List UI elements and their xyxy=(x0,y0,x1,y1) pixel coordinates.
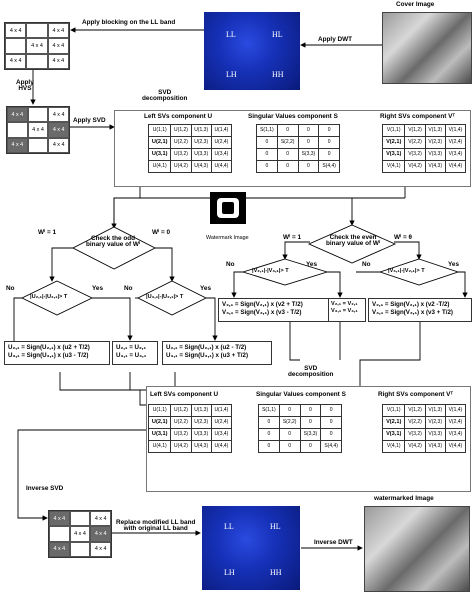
block-cell: 4 x 4 xyxy=(5,53,27,69)
block-cell: 4 x 4 xyxy=(47,38,69,54)
u-eq-right: U₂,₁ = Sign(U₂,₁) x (u2 - T/2) U₃,₁ = Si… xyxy=(166,344,249,359)
v-eq-right: V₂,₁ = Sign(V₂,₁) x (v2 -T/2) V₃,₁ = Sig… xyxy=(372,301,453,316)
v-eq-left-box: V₂,₁ = Sign(V₂,₁) x (v2 + T/2) V₃,₁ = Si… xyxy=(218,298,330,322)
watermarked-image xyxy=(364,506,470,592)
block-cell: 4 x 4 xyxy=(47,53,69,69)
v-eq-mid: V₂,₁ = V₂,₁ V₃,₁ = V₃,₁ xyxy=(331,301,358,314)
replace-ll-label: Replace modified LL band with original L… xyxy=(116,519,196,533)
u-eq-left-box: U₂,₁ = Sign(U₂,₁) x (u2 + T/2) U₃,₁ = Si… xyxy=(4,341,110,365)
inverse-dwt-label: Inverse DWT xyxy=(314,539,353,546)
check-odd-label: Check the odd binary value of Wⁱ xyxy=(86,235,141,249)
v-cond-left-diamond xyxy=(241,258,329,286)
u-eq-left: U₂,₁ = Sign(U₂,₁) x (u2 + T/2) U₃,₁ = Si… xyxy=(8,344,90,359)
v-eq-right-box: V₂,₁ = Sign(V₂,₁) x (v2 -T/2) V₃,₁ = Sig… xyxy=(368,298,472,322)
singular-values-label-1: Singular Values component S xyxy=(248,113,338,120)
wi-theta-right: Wⁱ = θ xyxy=(394,234,412,241)
u-cond-right-diamond xyxy=(136,280,208,316)
no-label-4: No xyxy=(362,261,371,268)
block-cell: 4 x 4 xyxy=(90,541,111,557)
check-even-diamond xyxy=(307,224,397,264)
cover-image-label: Cover Image xyxy=(396,1,435,8)
band-hl: HL xyxy=(272,30,283,39)
v-cond-right-diamond xyxy=(378,258,460,286)
band-lh: LH xyxy=(224,568,235,577)
watermark-image-label: Watermark Image xyxy=(206,235,249,241)
watermark-image xyxy=(210,192,246,224)
check-even-label: Check the even binary value of Wⁱ xyxy=(326,234,381,248)
yes-label-4: Yes xyxy=(448,261,460,268)
u-cond-left-diamond xyxy=(20,280,94,316)
check-odd-diamond xyxy=(72,226,156,270)
left-svs-label-2: Left SVs component U xyxy=(150,391,219,398)
singular-values-label-2: Singular Values component S xyxy=(256,391,346,398)
cond-u-left: |U₂,₁|-|U₃,₁|> T xyxy=(30,294,68,300)
apply-blocking-label: Apply blocking on the LL band xyxy=(82,19,176,26)
cover-image xyxy=(382,12,472,84)
u-eq-mid-box: U₂,₁ = U₂,₁ U₃,₁ = U₃,₁ xyxy=(112,341,158,365)
v-matrix-1: V(1,1)V(1,2)V(1,3)V(1,4) V(2,1)V(2,2)V(2… xyxy=(381,124,467,173)
block-cell: 4 x 4 xyxy=(7,107,28,123)
block-cell: 4 x 4 xyxy=(27,122,49,138)
left-svs-label-1: Left SVs component U xyxy=(144,113,213,120)
band-ll: LL xyxy=(226,30,236,39)
block-cell: 4 x 4 xyxy=(69,526,91,542)
no-label-1: No xyxy=(6,285,15,292)
apply-svd-label: Apply SVD xyxy=(73,117,106,124)
u-eq-mid: U₂,₁ = U₂,₁ U₃,₁ = U₃,₁ xyxy=(116,344,147,359)
block-cell: 4 x 4 xyxy=(48,137,69,153)
band-hh: HH xyxy=(270,568,282,577)
apply-dwt-label: Apply DWT xyxy=(318,36,353,43)
u-matrix-1: U(1,1)U(1,2)U(1,3)U(1,4) U(2,1)U(2,2)U(2… xyxy=(147,124,233,173)
v-eq-mid-box: V₂,₁ = V₂,₁ V₃,₁ = V₃,₁ xyxy=(328,298,366,322)
cond-v-right: |V₃,₁|-|V₂,₁|> T xyxy=(388,268,425,274)
band-hh: HH xyxy=(272,70,284,79)
yes-label-3: Yes xyxy=(306,261,318,268)
block-cell: 4 x 4 xyxy=(47,23,69,39)
dwt-bands-bottom: LL HL LH HH xyxy=(202,506,300,590)
wi-1-left: Wⁱ = 1 xyxy=(38,229,57,236)
cond-u-right: |U₃,₁|-|U₂,₁|> T xyxy=(146,294,184,300)
block-cell: 4 x 4 xyxy=(49,511,70,527)
no-label-3: No xyxy=(226,261,235,268)
wi-0-left: Wⁱ = 0 xyxy=(152,229,171,236)
inverse-svd-label: Inverse SVD xyxy=(26,485,64,492)
svd-decomposition-label-1: SVD decomposition xyxy=(142,89,188,103)
block-cell: 4 x 4 xyxy=(5,23,27,39)
yes-label-1: Yes xyxy=(92,285,104,292)
block-cell: 4 x 4 xyxy=(90,526,111,542)
dwt-bands-top: LL HL LH HH xyxy=(204,12,300,90)
block-cell: 4 x 4 xyxy=(49,541,70,557)
apply-hvs-label: Apply HVS xyxy=(16,79,34,93)
wi-1-right: Wⁱ = 1 xyxy=(283,234,302,241)
v-matrix-2: V(1,1)V(1,2)V(1,3)V(1,4) V(2,1)V(2,2)V(2… xyxy=(381,404,467,453)
v-eq-left: V₂,₁ = Sign(V₂,₁) x (v2 + T/2) V₃,₁ = Si… xyxy=(222,301,303,316)
right-svs-label-2: Right SVs component Vᵀ xyxy=(378,391,454,398)
band-hl: HL xyxy=(270,522,281,531)
block-cell: 4 x 4 xyxy=(48,122,69,138)
band-ll: LL xyxy=(224,522,234,531)
right-svs-label-1: Right SVs component Vᵀ xyxy=(380,113,456,120)
block-cell: 4 x 4 xyxy=(48,107,69,123)
svd-decomposition-label-2: SVD decomposition xyxy=(288,365,334,379)
u-eq-right-box: U₂,₁ = Sign(U₂,₁) x (u2 - T/2) U₃,₁ = Si… xyxy=(162,341,272,365)
no-label-2: No xyxy=(124,285,133,292)
watermarked-image-label: watermarked Image xyxy=(374,495,434,502)
block-cell: 4 x 4 xyxy=(7,137,28,153)
cond-v-left: |V₂,₁|-|V₃,₁|> T xyxy=(252,268,289,274)
block-cell: 4 x 4 xyxy=(26,38,48,54)
band-lh: LH xyxy=(226,70,237,79)
block-cell: 4 x 4 xyxy=(90,511,111,527)
yes-label-2: Yes xyxy=(200,285,212,292)
u-matrix-2: U(1,1)U(1,2)U(1,3)U(1,4) U(2,1)U(2,2)U(2… xyxy=(147,404,233,453)
